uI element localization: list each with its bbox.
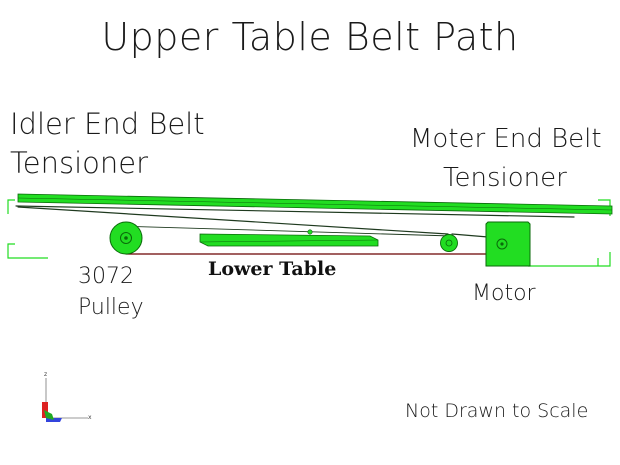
lower-table [199, 229, 379, 247]
motor-end-label-line1: Moter End Belt [410, 124, 602, 154]
idler-end-tensioner [7, 199, 48, 259]
belt-pulley-top [117, 225, 453, 237]
motor-label: Motor [472, 281, 536, 306]
small-idler-pulley [440, 234, 458, 252]
belt-path [15, 205, 575, 255]
lower-table-label: Lower Table [208, 258, 337, 280]
scale-note: Not Drawn to Scale [405, 400, 589, 422]
belt-upper-run [15, 205, 575, 218]
idler-end-label-line1: Idler End Belt [10, 107, 205, 141]
axis-x-label: x [88, 414, 92, 421]
idler-end-label-line2: Tensioner [10, 146, 149, 180]
motor [485, 221, 531, 267]
axis-triad [42, 378, 88, 422]
pulley-3072 [109, 221, 143, 255]
diagram-title: Upper Table Belt Path [101, 15, 519, 59]
pulley-label-line1: 3072 [78, 264, 134, 289]
motor-end-label-line2: Tensioner [443, 163, 567, 193]
pulley-label-line2: Pulley [78, 295, 144, 320]
upper-table [17, 193, 613, 215]
axis-z-label: z [44, 371, 48, 378]
belt-return-run [17, 206, 449, 235]
